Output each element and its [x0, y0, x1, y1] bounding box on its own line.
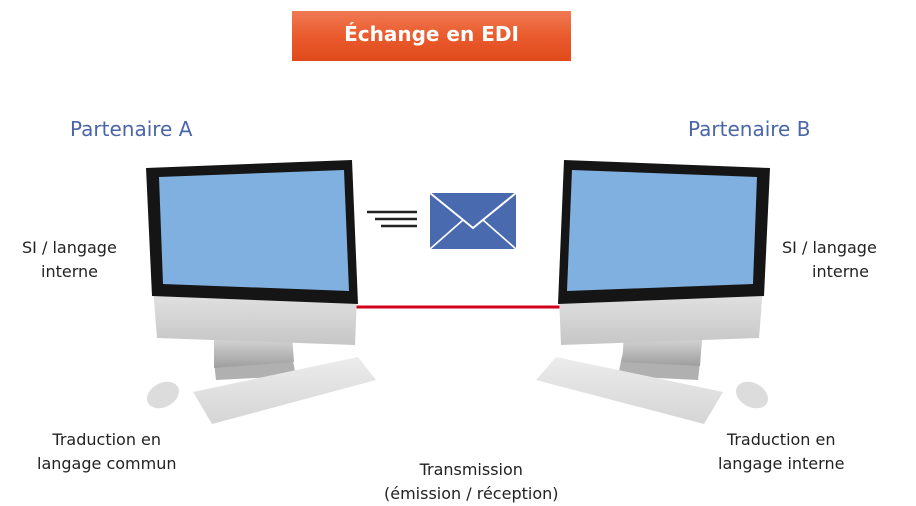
partner-b-system-label: SI / langage interne [782, 238, 877, 281]
partner-b-translation-label: Traduction en langage interne [718, 430, 845, 473]
mouse-b-icon [735, 381, 769, 409]
computer-b-icon [558, 160, 770, 380]
partner-a-title: Partenaire A [70, 117, 193, 141]
computer-a-icon [146, 160, 358, 380]
partner-a-system-label: SI / langage interne [22, 238, 117, 281]
keyboard-b-icon [536, 357, 723, 424]
mouse-a-icon [146, 381, 180, 409]
speed-lines-icon [367, 210, 417, 228]
keyboard-a-icon [193, 357, 376, 424]
partner-b-title: Partenaire B [688, 117, 811, 141]
transmission-label: Transmission (émission / réception) [384, 460, 559, 503]
partner-a-translation-label: Traduction en langage commun [37, 430, 177, 473]
title-text: Échange en EDI [344, 22, 519, 46]
envelope-icon [429, 192, 517, 250]
title-banner: Échange en EDI [292, 11, 571, 61]
